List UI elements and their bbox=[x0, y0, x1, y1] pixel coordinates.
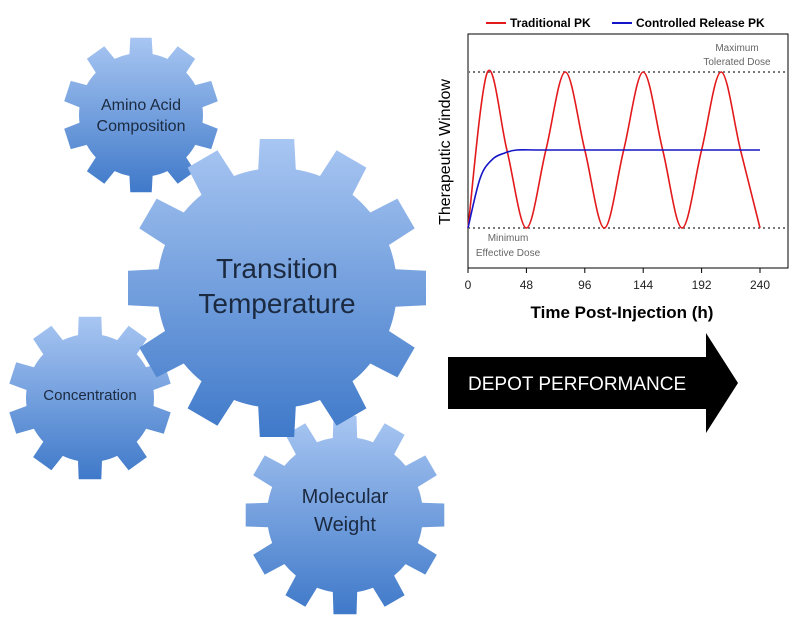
arrow-shape bbox=[448, 333, 738, 433]
series-line-controlled bbox=[467, 148, 760, 229]
legend: Traditional PK Controlled Release PK bbox=[486, 16, 765, 30]
gear-transition-shape bbox=[128, 139, 426, 437]
x-tick-label: 240 bbox=[750, 278, 770, 292]
legend-label-traditional: Traditional PK bbox=[510, 16, 591, 30]
gear-amino-label-line1: Amino Acid bbox=[101, 97, 181, 114]
x-tick-label: 0 bbox=[465, 278, 472, 292]
gear-transition-label-line1: Transition bbox=[216, 253, 338, 284]
gear-transition-temperature: Transition Temperature bbox=[128, 139, 426, 437]
gear-concentration-shape bbox=[9, 316, 171, 480]
pk-chart: Traditional PK Controlled Release PK Max… bbox=[437, 16, 789, 322]
gear-molecular-label-line1: Molecular bbox=[302, 486, 389, 508]
arrow-label: DEPOT PERFORMANCE bbox=[468, 374, 686, 395]
reference-min-label-line2: Effective Dose bbox=[476, 248, 541, 259]
gear-amino-label-line2: Composition bbox=[97, 118, 186, 135]
legend-label-controlled: Controlled Release PK bbox=[636, 16, 765, 30]
gear-molecular-shape bbox=[245, 415, 445, 615]
gear-amino-acid-composition: Amino Acid Composition bbox=[64, 37, 218, 193]
x-tick-label: 144 bbox=[633, 278, 653, 292]
x-axis-ticks: 0 48 96 144 192 240 bbox=[465, 268, 770, 292]
gear-concentration-label: Concentration bbox=[43, 387, 136, 404]
gears-group: Amino Acid Composition Concentration Mol… bbox=[9, 37, 445, 615]
y-axis-title: Therapeutic Window bbox=[437, 79, 454, 225]
reference-max-label-line2: Tolerated Dose bbox=[703, 57, 771, 68]
gear-concentration: Concentration bbox=[9, 316, 171, 480]
reference-min-label-line1: Minimum bbox=[488, 233, 529, 244]
gear-transition-label-line2: Temperature bbox=[198, 288, 355, 319]
plot-frame bbox=[467, 33, 789, 269]
x-tick-label: 96 bbox=[578, 278, 592, 292]
x-axis-title: Time Post-Injection (h) bbox=[531, 303, 714, 322]
x-tick-label: 48 bbox=[520, 278, 534, 292]
reference-max-label-line1: Maximum bbox=[715, 43, 758, 54]
gear-molecular-label-line2: Weight bbox=[314, 514, 376, 536]
x-tick-label: 192 bbox=[692, 278, 712, 292]
gear-amino-shape bbox=[64, 37, 218, 193]
depot-performance-arrow: DEPOT PERFORMANCE bbox=[448, 333, 738, 433]
series-line-traditional bbox=[467, 69, 761, 229]
gear-molecular-weight: Molecular Weight bbox=[245, 415, 445, 615]
